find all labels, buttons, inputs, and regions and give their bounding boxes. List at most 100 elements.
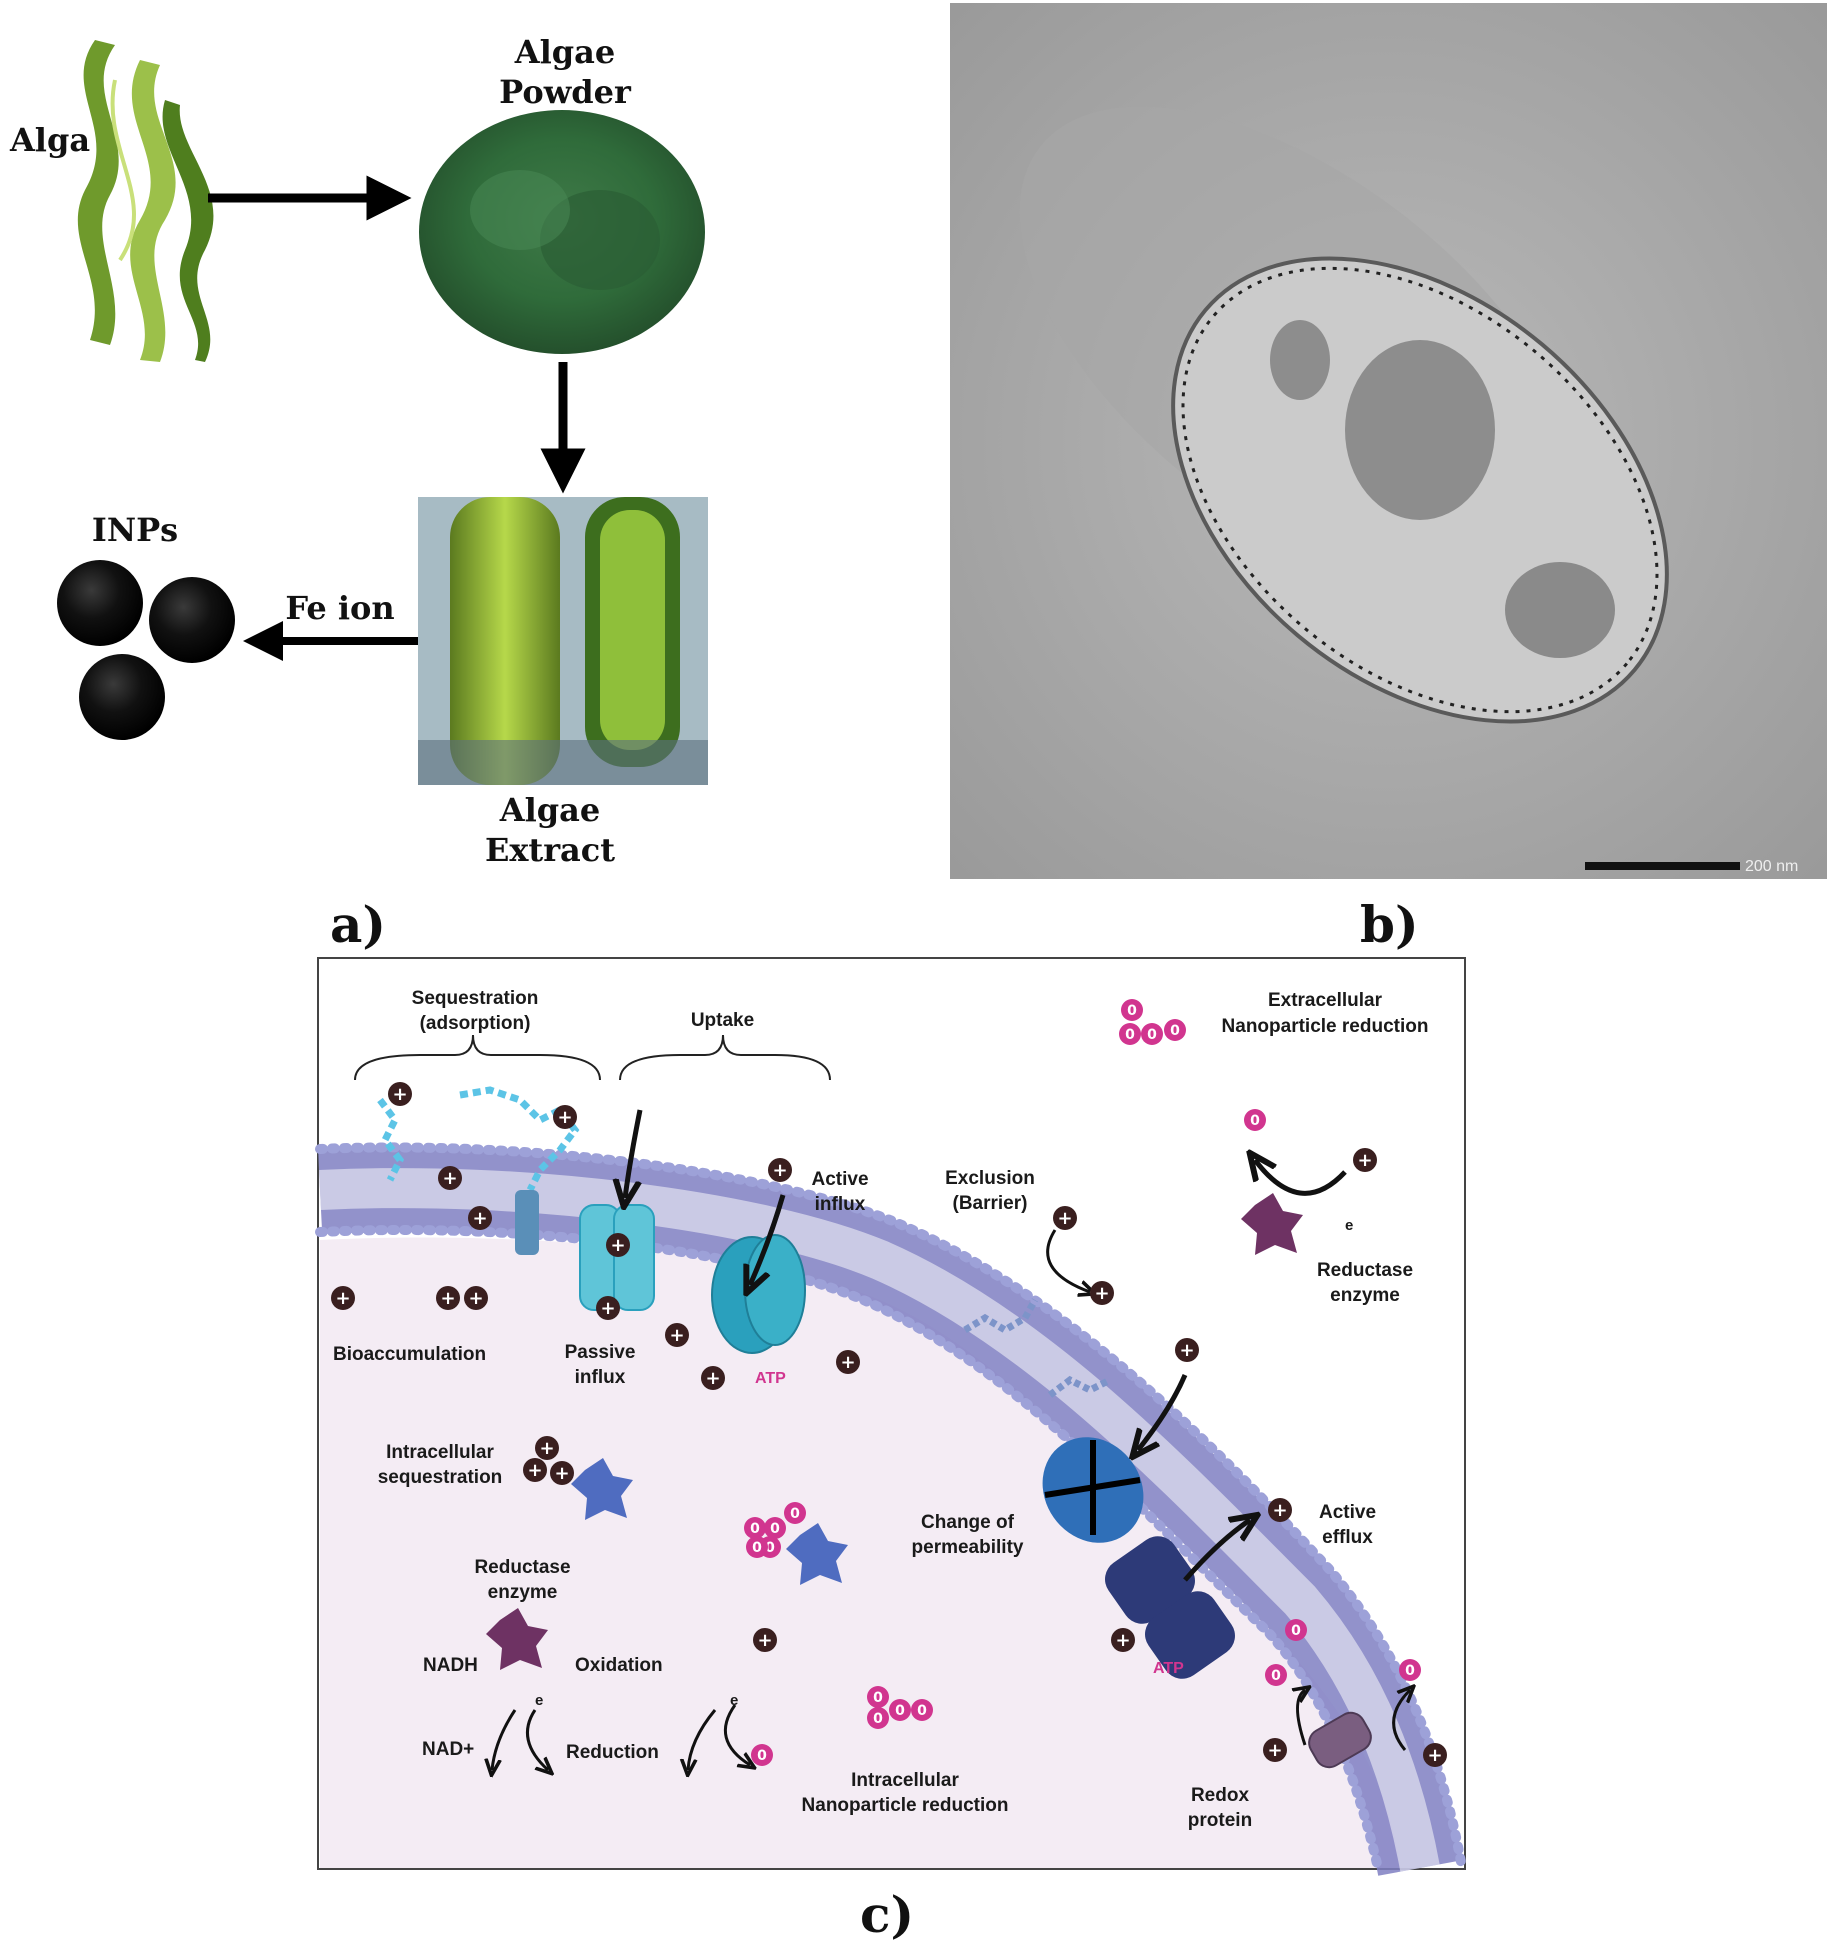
svg-text:0: 0 <box>1125 1027 1135 1043</box>
svg-text:+: + <box>772 1160 787 1181</box>
powder-label-line2: Powder <box>499 73 631 111</box>
electron-label-3: e <box>1345 1217 1354 1234</box>
nanoparticle-zero-icon: 0 <box>889 1699 911 1721</box>
svg-text:+: + <box>468 1288 483 1309</box>
reduction-label: Reduction <box>566 1742 659 1763</box>
ion-plus-icon: + <box>436 1286 460 1310</box>
exclusion-label-1: Exclusion <box>945 1168 1035 1189</box>
passive-influx-label-1: Passive <box>564 1342 636 1363</box>
redox-label-1: Redox <box>1190 1785 1250 1806</box>
tem-micrograph <box>950 3 1827 879</box>
svg-text:0: 0 <box>752 1540 762 1556</box>
ion-plus-icon: + <box>438 1166 462 1190</box>
svg-text:+: + <box>1115 1630 1130 1651</box>
ion-plus-icon: + <box>665 1323 689 1347</box>
svg-text:+: + <box>554 1463 569 1484</box>
extracellular-label-1: Extracellular <box>1267 990 1383 1011</box>
svg-text:0: 0 <box>873 1690 883 1706</box>
svg-text:+: + <box>1267 1740 1282 1761</box>
enzyme-star-icon <box>1241 1193 1303 1255</box>
svg-text:0: 0 <box>765 1540 775 1556</box>
svg-text:+: + <box>472 1208 487 1229</box>
fe-ion-label: Fe ion <box>285 589 395 627</box>
svg-text:+: + <box>610 1235 625 1256</box>
nanoparticle-zero-icon: 0 <box>867 1707 889 1729</box>
active-influx-label-1: Active <box>811 1169 869 1190</box>
intra-seq-label-1: Intracellular <box>386 1442 494 1463</box>
ion-plus-icon: + <box>1423 1743 1447 1767</box>
svg-text:0: 0 <box>917 1703 927 1719</box>
svg-text:0: 0 <box>1250 1113 1260 1129</box>
exclusion-label-2: (Barrier) <box>952 1193 1028 1214</box>
ion-plus-icon: + <box>836 1350 860 1374</box>
nanoparticle-zero-icon: 0 <box>1141 1023 1163 1045</box>
svg-text:+: + <box>600 1298 615 1319</box>
ion-plus-icon: + <box>550 1461 574 1485</box>
electron-label-2: e <box>730 1692 739 1709</box>
redox-label-2: protein <box>1187 1810 1253 1831</box>
atp-label-2: ATP <box>1153 1660 1184 1677</box>
atp-label-1: ATP <box>755 1370 786 1387</box>
svg-text:+: + <box>557 1107 572 1128</box>
nanoparticle-sphere-icon <box>149 577 235 663</box>
nanoparticle-zero-icon: 0 <box>1121 999 1143 1021</box>
ion-group: +++++++++++++++++++++++++ <box>331 1082 1447 1767</box>
nanoparticle-zero-icon: 0 <box>746 1536 768 1558</box>
uptake-label: Uptake <box>690 1010 755 1031</box>
nanoparticle-zero-icon: 0 <box>744 1517 766 1539</box>
ion-plus-icon: + <box>553 1105 577 1129</box>
nanoparticle-zero-icon: 0 <box>751 1744 773 1766</box>
svg-text:0: 0 <box>873 1711 883 1727</box>
nanoparticle-zero-icon: 0 <box>867 1686 889 1708</box>
change-perm-label-1: Change of <box>921 1512 1014 1533</box>
ion-plus-icon: + <box>535 1436 559 1460</box>
ion-plus-icon: + <box>1353 1148 1377 1172</box>
extract-label-line2: Extract <box>484 831 616 869</box>
nanoparticle-zero-icon: 0 <box>911 1699 933 1721</box>
enzyme-star-icon <box>786 1523 848 1585</box>
svg-text:0: 0 <box>790 1506 800 1522</box>
svg-text:0: 0 <box>1127 1003 1137 1019</box>
ion-plus-icon: + <box>1111 1628 1135 1652</box>
reductase-in-label-2: enzyme <box>487 1582 558 1603</box>
nanoparticle-zero-icon: 0 <box>764 1517 786 1539</box>
svg-text:+: + <box>1179 1340 1194 1361</box>
nanoparticle-zero-icon: 0 <box>1399 1659 1421 1681</box>
svg-text:0: 0 <box>757 1748 767 1764</box>
ion-plus-icon: + <box>1090 1281 1114 1305</box>
ion-plus-icon: + <box>768 1158 792 1182</box>
enzyme-star-icon <box>571 1458 633 1520</box>
svg-text:0: 0 <box>1405 1663 1415 1679</box>
svg-text:+: + <box>757 1630 772 1651</box>
active-influx-label-2: influx <box>814 1194 866 1215</box>
powder-label-line1: Algae <box>514 33 616 71</box>
ion-plus-icon: + <box>606 1233 630 1257</box>
intra-np-label-2: Nanoparticle reduction <box>801 1795 1009 1816</box>
alga-label: Alga <box>9 121 91 159</box>
svg-text:+: + <box>669 1325 684 1346</box>
svg-text:+: + <box>442 1168 457 1189</box>
ion-plus-icon: + <box>331 1286 355 1310</box>
ion-plus-icon: + <box>468 1206 492 1230</box>
panel-b-letter: b) <box>1360 895 1419 954</box>
nanoparticle-zero-icon: 0 <box>1119 1023 1141 1045</box>
change-perm-label-2: permeability <box>911 1537 1024 1558</box>
nanoparticle-zero-icon: 0 <box>1285 1619 1307 1641</box>
svg-text:0: 0 <box>895 1703 905 1719</box>
active-efflux-label-1: Active <box>1318 1502 1377 1523</box>
bioaccumulation-label: Bioaccumulation <box>333 1344 487 1365</box>
svg-text:+: + <box>705 1368 720 1389</box>
oxidation-label: Oxidation <box>575 1655 663 1676</box>
intra-seq-label-2: sequestration <box>377 1467 503 1488</box>
nanoparticle-zero-icon: 0 <box>1244 1109 1266 1131</box>
svg-text:0: 0 <box>1271 1668 1281 1684</box>
seaweed-icon <box>77 40 214 362</box>
sequestration-label: Sequestration <box>411 988 539 1009</box>
test-tubes-icon <box>418 497 708 785</box>
reductase-in-label-1: Reductase <box>474 1557 571 1578</box>
svg-text:+: + <box>1272 1500 1287 1521</box>
ion-plus-icon: + <box>464 1286 488 1310</box>
ion-plus-icon: + <box>1268 1498 1292 1522</box>
